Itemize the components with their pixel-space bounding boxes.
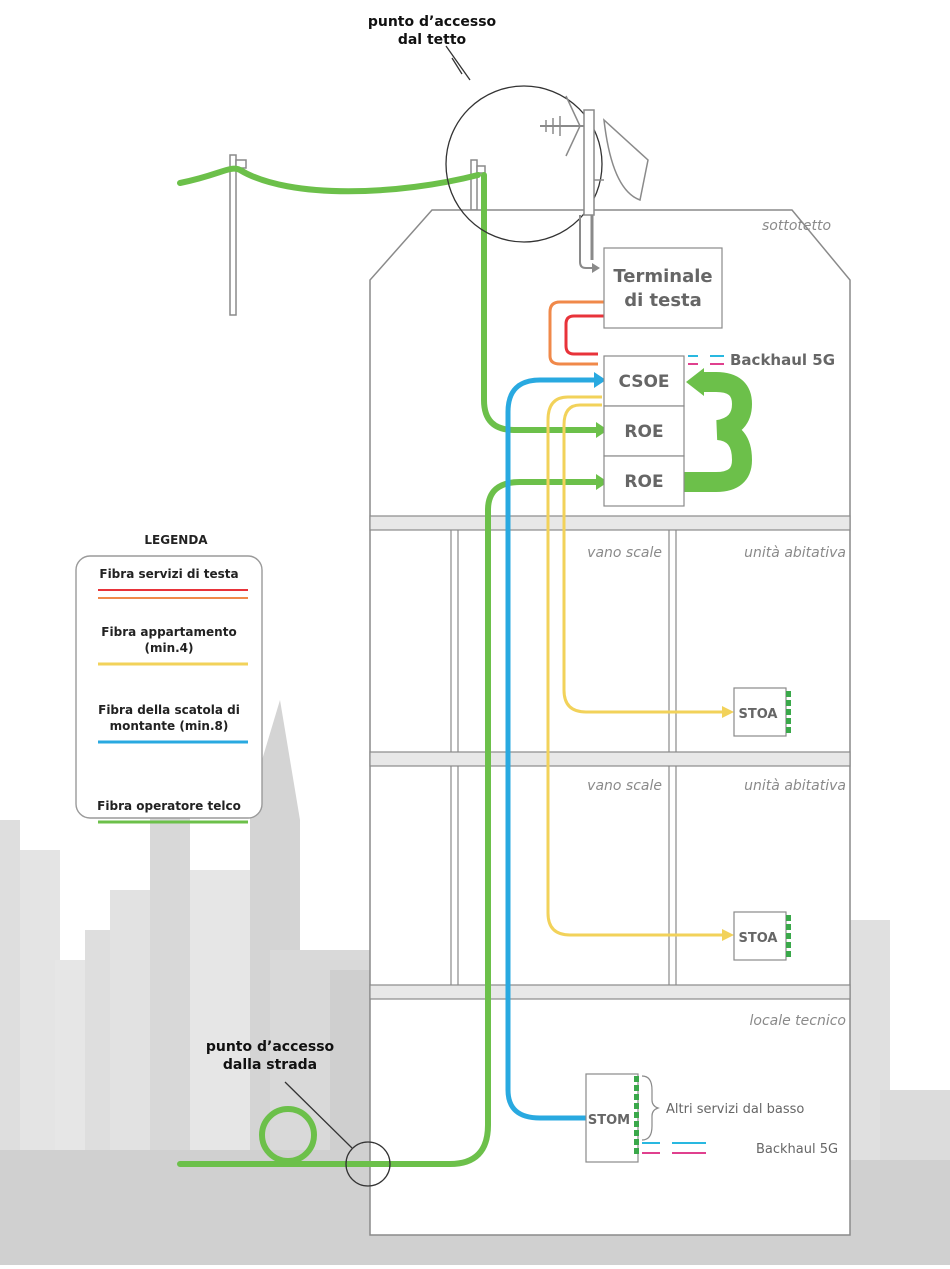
- backhaul-top-label: Backhaul 5G: [730, 351, 835, 369]
- stom-box: [585, 1073, 639, 1163]
- stoa-label-1: STOA: [739, 707, 778, 722]
- stoa-box-1: [733, 687, 787, 737]
- arrow-stoa-2: [722, 929, 734, 941]
- arrow-roe-2: [596, 474, 608, 490]
- roof-access-label-1: punto d’accesso: [368, 14, 497, 30]
- attic-label: sottotetto: [762, 218, 831, 234]
- csoe-box: [603, 355, 685, 407]
- legend-title: LEGENDA: [144, 533, 208, 547]
- head-terminal-label-1: Terminale: [613, 266, 712, 287]
- stairwell-walls: [450, 530, 677, 985]
- arrow-roe-1: [596, 422, 608, 438]
- street-access-label-1: punto d’accesso: [206, 1039, 335, 1055]
- roe-box-2: [603, 455, 685, 507]
- stom-label: STOM: [588, 1113, 630, 1128]
- stairwell-label-2: vano scale: [587, 778, 662, 794]
- dwelling-label-1: unità abitativa: [744, 545, 846, 561]
- dwelling-label-2: unità abitativa: [744, 778, 846, 794]
- roe-box-1: [603, 405, 685, 457]
- roof-access-circle: [445, 85, 603, 243]
- stoa-box-2: [733, 911, 787, 961]
- arrow-csoe-loop: [686, 368, 704, 396]
- legend-item-label: montante (min.8): [110, 719, 229, 733]
- backhaul-bottom-label: Backhaul 5G: [756, 1142, 838, 1157]
- backhaul-dashes-bottom: [642, 1142, 706, 1154]
- antenna-icon: [540, 95, 649, 269]
- technical-room-label: locale tecnico: [749, 1013, 846, 1029]
- roof-leader-line: [445, 45, 471, 81]
- services-brace: [641, 1075, 660, 1141]
- roof-access-leader: [451, 57, 463, 75]
- street-access-leader: [284, 1081, 353, 1149]
- legend-item-label: (min.4): [144, 641, 193, 655]
- street-access-circle: [345, 1141, 391, 1187]
- riser-fiber: [505, 377, 594, 1121]
- csoe-label: CSOE: [618, 372, 669, 392]
- head-terminal-box: [603, 247, 723, 329]
- roof-access-label-2: dal tetto: [398, 32, 467, 48]
- legend-box: [75, 555, 263, 819]
- stairwell-label-1: vano scale: [587, 545, 662, 561]
- legend-item-label: Fibra operatore telco: [97, 799, 241, 813]
- arrow-stoa-1: [722, 706, 734, 718]
- utility-pole-left: [229, 154, 247, 316]
- other-services-label: Altri servizi dal basso: [666, 1102, 804, 1117]
- roe-label-2: ROE: [624, 472, 663, 492]
- legend-item-label: Fibra della scatola di: [98, 703, 240, 717]
- legend-item-label: Fibra appartamento: [101, 625, 236, 639]
- head-service-fiber: [548, 300, 604, 366]
- head-terminal-label-2: di testa: [624, 290, 702, 311]
- telco-loop: [684, 372, 753, 492]
- backhaul-dashes-top: [688, 355, 724, 365]
- arrow-terminal: [592, 263, 600, 273]
- port-ticks: [634, 691, 791, 1154]
- stoa-label-2: STOA: [739, 931, 778, 946]
- apartment-fiber: [546, 395, 722, 937]
- roe-label-1: ROE: [624, 422, 663, 442]
- arrow-csoe-blue: [594, 372, 606, 388]
- street-access-label-2: dalla strada: [223, 1057, 317, 1073]
- legend-item-label: Fibra servizi di testa: [99, 567, 238, 581]
